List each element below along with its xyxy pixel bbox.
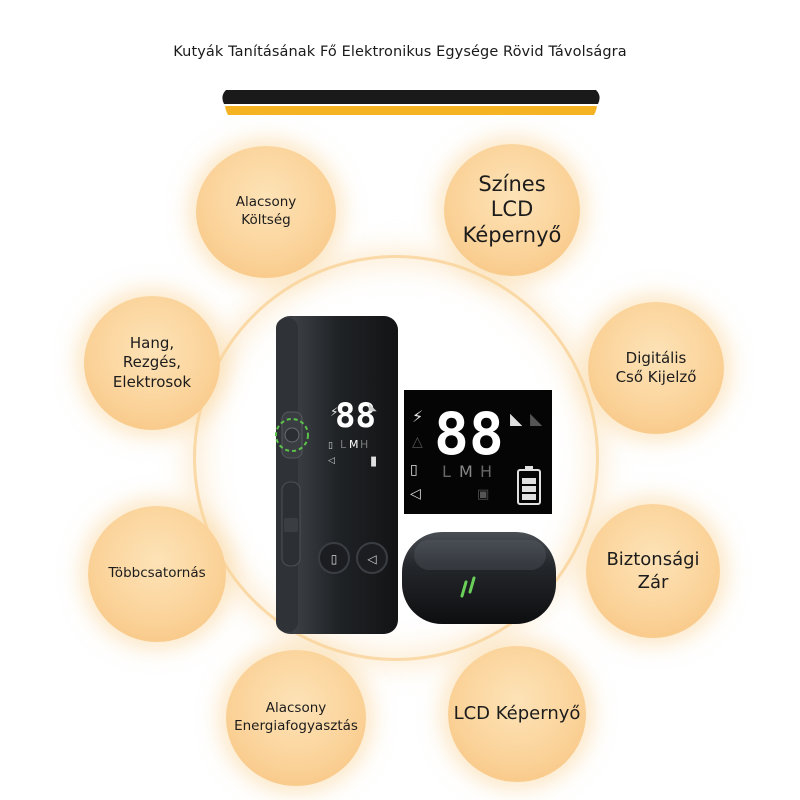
feature-modes: Hang, Rezgés, Elektrosok xyxy=(84,296,220,430)
svg-text:H: H xyxy=(480,462,492,481)
speaker-icon-large: ◁ xyxy=(410,486,421,502)
battery-icon: ▮ xyxy=(370,454,377,469)
feature-digital-tube: Digitális Cső Kijelző xyxy=(588,302,724,434)
dog-icon: ◣ xyxy=(369,402,377,413)
lightning-icon: ⚡ xyxy=(330,405,338,419)
sound-button xyxy=(356,542,388,574)
svg-text:88: 88 xyxy=(434,400,504,468)
feature-lcd-screen: LCD Képernyő xyxy=(448,646,586,782)
page-title: Kutyák Tanításának Fő Elektronikus Egysé… xyxy=(173,44,627,60)
vibration-icon-large: ▯ xyxy=(410,462,418,478)
feature-security-lock: Biztonsági Zár xyxy=(586,504,720,638)
remote-display: ⚡ 88 ◣ ▯ L M H ▮ ◁ xyxy=(328,396,377,469)
remote-transmitter: ⚡ 88 ◣ ▯ L M H ▮ ◁ ▯ ◁ xyxy=(275,316,398,634)
warning-icon: △ xyxy=(412,434,423,450)
vibration-button-icon: ▯ xyxy=(331,552,338,566)
svg-text:L: L xyxy=(442,462,451,481)
product-illustration: ⚡ 88 ◣ ▯ L M H ▮ ◁ ▯ ◁ ⚡ △ 88 ◣ ◣ ▯ L M … xyxy=(275,316,556,634)
vibration-icon: ▯ xyxy=(328,441,333,451)
lock-icon: ▣ xyxy=(477,487,489,502)
svg-text:88: 88 xyxy=(335,396,376,436)
dog-icon-large: ◣ xyxy=(510,409,523,428)
speaker-icon: ◁ xyxy=(328,456,335,466)
svg-text:M: M xyxy=(459,462,473,481)
title-banner xyxy=(222,90,600,115)
lightning-icon-large: ⚡ xyxy=(412,407,423,426)
svg-text:L: L xyxy=(340,438,347,451)
vibration-button xyxy=(318,542,350,574)
feature-low-cost: Alacsony Költség xyxy=(196,146,336,278)
feature-low-power: Alacsony Energiafogyasztás xyxy=(226,650,366,786)
sound-button-icon: ◁ xyxy=(366,552,376,566)
collar-receiver xyxy=(402,532,556,624)
feature-color-lcd: Színes LCD Képernyő xyxy=(444,144,580,276)
logo-mark xyxy=(460,576,476,598)
battery-icon-large xyxy=(517,466,541,505)
svg-text:M: M xyxy=(349,438,359,451)
svg-text:H: H xyxy=(360,438,368,451)
display-closeup: ⚡ △ 88 ◣ ◣ ▯ L M H ◁ ▣ xyxy=(404,390,552,514)
dog-icon-dim: ◣ xyxy=(530,409,543,428)
feature-multichannel: Többcsatornás xyxy=(88,506,226,642)
